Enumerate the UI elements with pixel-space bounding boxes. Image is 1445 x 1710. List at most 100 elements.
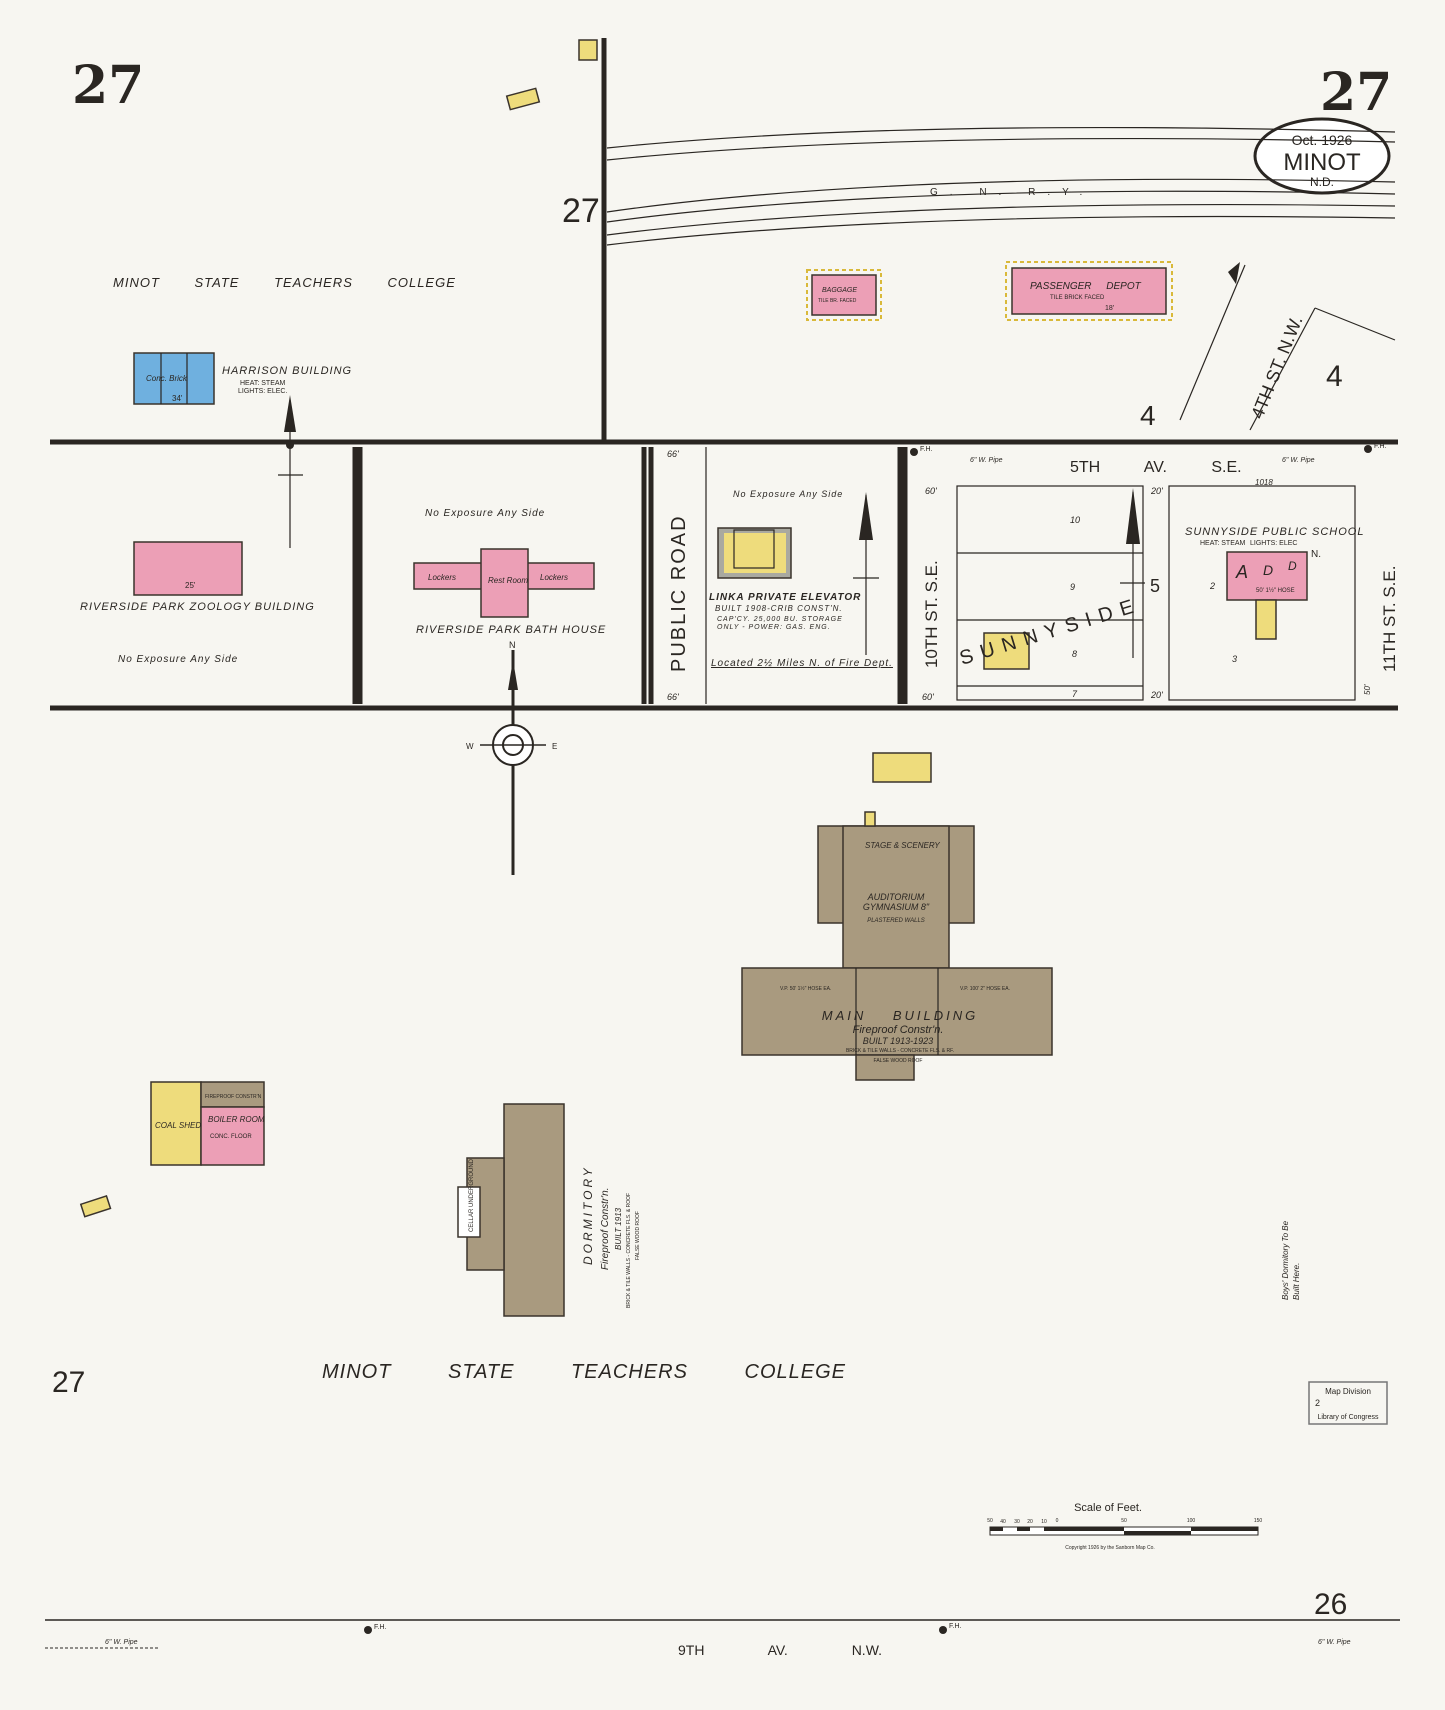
elevator-capacity: CAP'CY. 25,000 BU. STORAGE xyxy=(717,616,843,623)
scale-tick: 150 xyxy=(1254,1518,1263,1524)
sunnyside-lot-lines xyxy=(956,485,1356,701)
adjacent-sheet-27-bottom-left: 27 xyxy=(52,1366,85,1399)
north-arrow-icon xyxy=(1228,262,1240,284)
school-heat: HEAT: STEAM xyxy=(1200,540,1246,547)
coal-shed-label: COAL SHED xyxy=(155,1121,201,1130)
school-hose: 50' 1½" HOSE xyxy=(1256,587,1295,594)
harrison-lights: LIGHTS: ELEC. xyxy=(238,388,287,395)
road-width-bottom: 66' xyxy=(667,692,679,702)
lot-number: 9 xyxy=(1070,582,1075,592)
north-arrow-icon xyxy=(859,492,873,540)
baggage-note: TILE BR. FACED xyxy=(818,298,857,304)
boys-dorm-note-1: Boys' Dormitory To Be xyxy=(1281,1220,1290,1300)
scale-tick: 40 xyxy=(1000,1519,1006,1525)
elevator-location: Located 2½ Miles N. of Fire Dept. xyxy=(711,658,893,669)
ninth-av-label: 9TH AV. N.W. xyxy=(678,1642,882,1658)
lot-number: 8 xyxy=(1072,649,1077,659)
street-grid xyxy=(50,439,1398,711)
harrison-construction: Conc. Brick xyxy=(146,374,188,383)
main-hose-right: V.P. 100' 2" HOSE EA. xyxy=(960,986,1010,992)
compass-rose: N W E xyxy=(466,640,557,875)
baggage-building: BAGGAGE TILE BR. FACED xyxy=(806,269,882,321)
sheet-number-top-left: 27 xyxy=(72,55,144,116)
railroad-label: G. N. R.Y. xyxy=(930,187,1094,198)
street-width-60-bottom: 60' xyxy=(922,692,934,702)
library-stamp: Map Division 2 Library of Congress xyxy=(1308,1381,1388,1425)
scale-bar: Scale of Feet. 50 40 30 20 10 0 50 100 1… xyxy=(987,1502,1262,1551)
scale-title: Scale of Feet. xyxy=(1074,1502,1142,1514)
street-width-60-top: 60' xyxy=(925,486,937,496)
scale-tick: 50 xyxy=(1121,1518,1127,1524)
fourth-street-diagonal xyxy=(1179,264,1396,431)
frame-shed xyxy=(872,752,932,783)
scale-tick: 50 xyxy=(987,1518,993,1524)
harrison-building: Conc. Brick 34' xyxy=(133,352,215,405)
compass-west: W xyxy=(466,742,474,751)
lot-number: 2 xyxy=(1209,581,1215,591)
lockers-right: Lockers xyxy=(540,573,568,582)
passenger-depot: PASSENGER DEPOT TILE BRICK FACED 18' xyxy=(1005,261,1173,321)
lot-number: 10 xyxy=(1070,515,1080,525)
college-label-top: MINOT STATE TEACHERS COLLEGE xyxy=(113,275,456,290)
small-frame-shed xyxy=(578,39,598,61)
road-width-top: 66' xyxy=(667,449,679,459)
school-mark-d1: D xyxy=(1263,562,1273,578)
alley-width-bottom: 20' xyxy=(1150,690,1163,700)
school-name: SUNNYSIDE PUBLIC SCHOOL xyxy=(1185,526,1364,538)
tenth-st-label: 10TH ST. S.E. xyxy=(922,560,941,668)
dorm-cellar: CELLAR UNDERGROUND xyxy=(469,1158,475,1232)
railroad-tracks xyxy=(606,126,1396,246)
depot-name: PASSENGER DEPOT xyxy=(1030,281,1142,292)
copyright: Copyright 1926 by the Sanborn Map Co. xyxy=(1065,1545,1155,1551)
zoology-height: 25' xyxy=(185,581,196,590)
dorm-materials: BRICK & TILE WALLS - CONCRETE FLS. & ROO… xyxy=(626,1193,632,1308)
water-pipe-bottom-right: 6" W. Pipe xyxy=(1318,1639,1351,1646)
elevator-power: ONLY - POWER: GAS. ENG. xyxy=(717,624,831,631)
main-gymnasium: GYMNASIUM 8" xyxy=(863,902,930,912)
lot-number: 7 xyxy=(1072,689,1078,699)
adjacent-sheet-4a: 4 xyxy=(1140,400,1156,431)
depot-height: 18' xyxy=(1105,305,1114,312)
main-stage: STAGE & SCENERY xyxy=(865,841,940,850)
main-name: MAIN BUILDING xyxy=(822,1008,979,1023)
dorm-construction: Fireproof Constr'n. xyxy=(600,1188,611,1271)
boiler-floor-label: CONC. FLOOR xyxy=(210,1134,252,1140)
school-mark-a: A xyxy=(1235,562,1248,582)
school-address: 1018 xyxy=(1255,478,1273,487)
alley-width-top: 20' xyxy=(1150,486,1163,496)
stamp-line-2: 2 xyxy=(1315,1398,1320,1408)
compass-north: N xyxy=(509,640,516,650)
rest-room: Rest Room xyxy=(488,576,528,585)
eleventh-st-label: 11TH ST. S.E. xyxy=(1380,566,1399,672)
stamp-line-1: Map Division xyxy=(1325,1387,1371,1396)
public-road-label: PUBLIC ROAD xyxy=(668,514,690,672)
main-construction: Fireproof Constr'n. xyxy=(853,1024,944,1036)
school-north: N. xyxy=(1311,549,1321,560)
main-roof: FALSE WOOD ROOF xyxy=(874,1058,923,1064)
baggage-name: BAGGAGE xyxy=(822,287,857,294)
hydrant-label-right: F.H. xyxy=(1374,443,1387,450)
scale-tick: 100 xyxy=(1187,1518,1196,1524)
north-arrow-icon xyxy=(1126,488,1140,544)
street-width-50: 50' xyxy=(1363,684,1372,695)
fire-hydrant-icon xyxy=(939,1626,947,1634)
fifth-av-label: 5TH AV. S.E. xyxy=(1070,459,1242,476)
adjacent-sheet-5: 5 xyxy=(1150,576,1160,596)
compass-east: E xyxy=(552,742,557,751)
stamp-line-3: Library of Congress xyxy=(1317,1414,1379,1421)
no-exposure-label-2: No Exposure Any Side xyxy=(425,508,545,519)
school-lights: LIGHTS: ELEC xyxy=(1250,540,1297,547)
boiler-fireproof-label: FIREPROOF CONSTR'N xyxy=(205,1094,262,1100)
main-hose-left: V.P. 50' 1½" HOSE EA. xyxy=(780,985,831,992)
lockers-left: Lockers xyxy=(428,573,456,582)
hydrant-label: F.H. xyxy=(949,1623,962,1630)
title-cartouche: Oct. 1926 MINOT N.D. xyxy=(1253,117,1391,195)
main-walls: PLASTERED WALLS xyxy=(867,918,925,924)
small-frame-shed xyxy=(79,1195,112,1218)
scale-tick: 30 xyxy=(1014,1519,1020,1525)
fire-hydrant-icon xyxy=(364,1626,372,1634)
adjacent-sheet-4b: 4 xyxy=(1326,360,1343,393)
scale-tick: 20 xyxy=(1027,1519,1033,1525)
